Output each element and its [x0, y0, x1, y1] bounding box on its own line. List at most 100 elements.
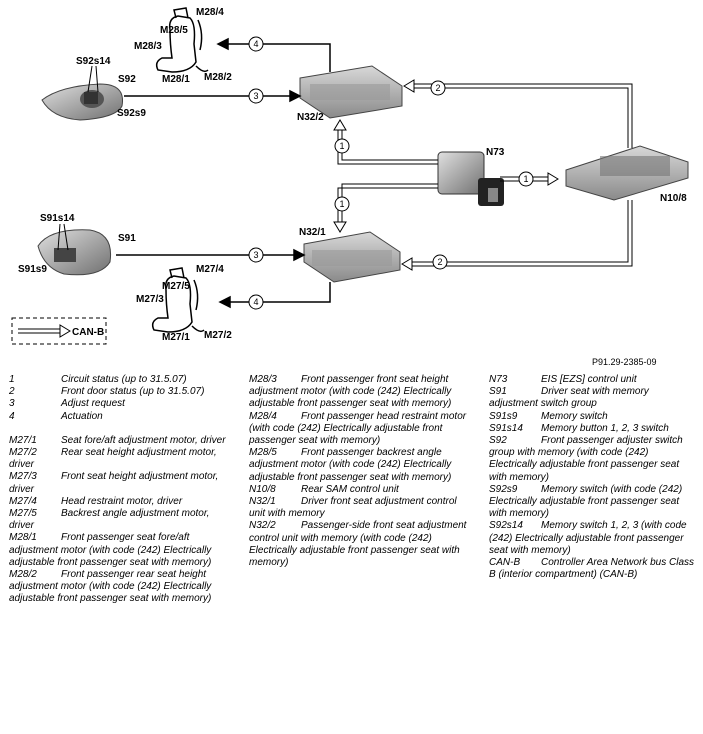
label-m28-1: M28/1 [162, 74, 190, 85]
label-s91s14: S91s14 [40, 213, 75, 224]
legend-text: Front passenger seat fore/aft adjustment… [9, 532, 212, 568]
label-m27-2: M27/2 [204, 330, 232, 341]
label-m27-1: M27/1 [162, 332, 190, 343]
circle-1-right: 1 [523, 174, 528, 184]
label-n73: N73 [486, 147, 505, 158]
label-m28-5: M28/5 [160, 25, 188, 36]
legend-text: Front seat height adjustment motor, driv… [9, 471, 219, 495]
label-can-b: CAN-B [72, 327, 104, 338]
label-m28-4: M28/4 [196, 7, 224, 18]
label-s91: S91 [118, 233, 136, 244]
legend-code: N32/1 [249, 496, 276, 508]
label-m27-5: M27/5 [162, 281, 190, 292]
legend-code: S91 [489, 386, 507, 398]
legend-code: M28/4 [249, 410, 277, 422]
figure-reference: P91.29-2385-09 [592, 357, 657, 367]
circle-2-top: 2 [435, 83, 440, 93]
legend-text: Front passenger head restraint motor (wi… [249, 410, 467, 447]
legend-code: M28/1 [9, 532, 37, 544]
legend-text: Backrest angle adjustment motor, driver [9, 508, 210, 532]
legend-entry: M27/1 Seat fore/aft adjustment motor, dri… [9, 435, 235, 447]
circle-1-up: 1 [339, 141, 344, 151]
legend-text: Memory switch (with code (242) Electrica… [489, 483, 683, 520]
legend-code: 2 [9, 386, 15, 398]
label-m28-3: M28/3 [134, 41, 162, 52]
legend-code: M27/2 [9, 447, 37, 459]
label-m27-3: M27/3 [136, 294, 164, 305]
n32-1-control-unit [303, 231, 401, 283]
label-m27-4: M27/4 [196, 264, 224, 275]
circle-1-down: 1 [339, 199, 344, 209]
label-m28-2: M28/2 [204, 72, 232, 83]
legend-code: N32/2 [249, 520, 276, 532]
circle-2-bottom: 2 [437, 257, 442, 267]
legend-code: 1 [9, 374, 15, 385]
n32-2-control-unit [299, 65, 403, 119]
legend-text: Front passenger backrest angle adjustmen… [249, 447, 452, 483]
circle-3-bottom: 3 [253, 250, 258, 260]
legend-code: N73 [489, 374, 508, 385]
s91-switch-icon [37, 229, 112, 276]
label-s92s9: S92s9 [117, 108, 146, 119]
legend-code: CAN-B [489, 557, 521, 569]
legend-code: M28/2 [9, 569, 37, 581]
legend-code: S92s9 [489, 483, 518, 495]
circle-4-bottom: 4 [253, 297, 258, 307]
legend-entry: 2 Front door status (up to 31.5.07) [9, 386, 235, 398]
legend-text: Front door status (up to 31.5.07) [61, 386, 205, 398]
label-s92: S92 [118, 74, 136, 85]
legend-text: Driver seat with memory adjustment switc… [489, 386, 649, 410]
legend-entry: 3 Adjust request [9, 398, 235, 410]
legend-code: S92s14 [489, 520, 523, 532]
label-n10-8: N10/8 [660, 193, 687, 204]
legend-code: M27/1 [9, 434, 37, 446]
legend-code: 3 [9, 398, 15, 410]
legend-text: Rear SAM control unit [301, 483, 399, 495]
legend-code: S92 [489, 435, 507, 447]
legend-text: Memory switch [541, 410, 608, 422]
legend-code: M28/3 [249, 374, 277, 385]
legend-code: M27/5 [9, 508, 37, 520]
wiring-diagram: M28/4 M28/5 M28/3 M28/1 M28/2 S92s14 S92… [11, 7, 689, 345]
label-s91s9: S91s9 [18, 264, 47, 275]
legend-text: Memory button 1, 2, 3 switch [541, 422, 669, 434]
legend-text: Passenger-side front seat adjustment con… [249, 520, 467, 569]
legend-code: M27/3 [9, 471, 37, 483]
legend-text: Seat fore/aft adjustment motor, driver [61, 434, 226, 446]
label-n32-1: N32/1 [299, 227, 326, 238]
legend-text: Rear seat height adjustment motor, drive… [9, 447, 217, 471]
label-n32-2: N32/2 [297, 112, 324, 123]
legend-entry: N10/8 Rear SAM control unit [249, 484, 471, 496]
legend-text: EIS [EZS] control unit [541, 374, 637, 385]
legend-code: N10/8 [249, 483, 276, 495]
legend-text: Head restraint motor, driver [61, 495, 183, 507]
legend-text: Adjust request [61, 398, 125, 410]
driver-seat-icon [151, 267, 205, 333]
legend-entry: N73 EIS [EZS] control unit [489, 374, 697, 386]
n10-8-control-unit [565, 145, 689, 201]
legend-text: Front passenger adjuster switch group wi… [489, 435, 683, 483]
legend-text: Front passenger rear seat height adjustm… [9, 569, 212, 605]
legend-text: Driver front seat adjustment control uni… [249, 496, 457, 520]
